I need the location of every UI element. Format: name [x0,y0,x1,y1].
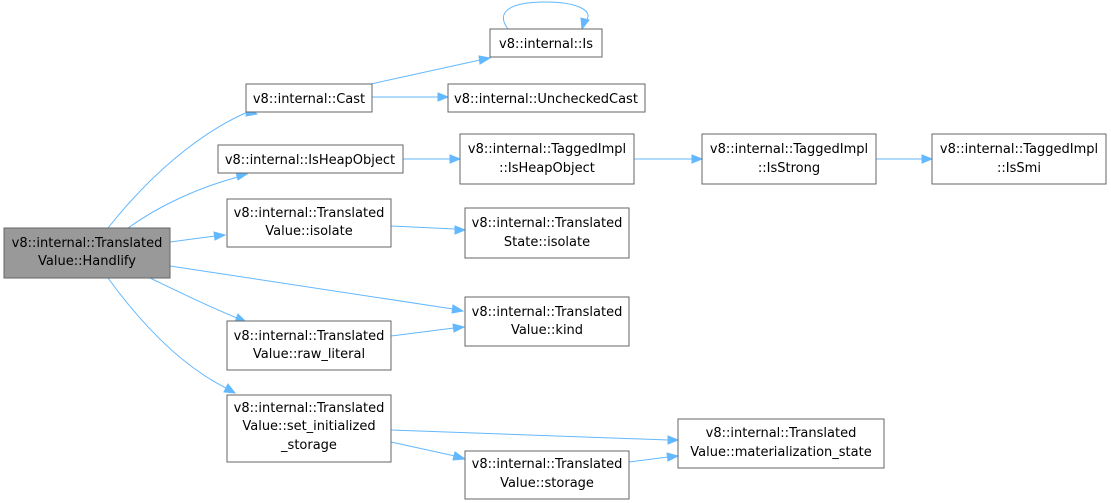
svg-text:::IsHeapObject: ::IsHeapObject [499,161,595,176]
edge-raw-literal-to-value-kind [390,323,466,337]
node-is[interactable]: v8::internal::Is [489,28,603,58]
svg-text:v8::internal::Cast: v8::internal::Cast [253,92,365,107]
svg-text:v8::internal::Translated: v8::internal::Translated [12,236,163,251]
node-set-initialized-storage[interactable]: v8::internal::Translated Value::set_init… [226,394,392,463]
node-value-storage[interactable]: v8::internal::Translated Value::storage [464,450,630,500]
node-unchecked-cast[interactable]: v8::internal::UncheckedCast [447,83,646,113]
svg-text:v8::internal::Is: v8::internal::Is [499,37,593,52]
node-value-isolate[interactable]: v8::internal::Translated Value::isolate [226,198,392,248]
edge-is-heap-object-to-tagged-is-heap-object [403,154,462,164]
svg-text:v8::internal::Translated: v8::internal::Translated [472,457,623,472]
node-raw-literal[interactable]: v8::internal::Translated Value::raw_lite… [226,320,392,371]
edge-value-isolate-to-state-isolate [390,225,467,235]
svg-text:v8::internal::TaggedImpl: v8::internal::TaggedImpl [710,142,868,157]
svg-text:v8::internal::Translated: v8::internal::Translated [234,329,385,344]
edge-is-self-loop [502,1,590,31]
svg-text:_storage: _storage [280,438,337,453]
edge-handlify-to-value-kind [169,265,465,314]
edge-cast-to-unchecked-cast [371,92,450,102]
svg-text:Value::raw_literal: Value::raw_literal [253,347,365,362]
svg-text:v8::internal::TaggedImpl: v8::internal::TaggedImpl [468,142,626,157]
svg-text:Value::kind: Value::kind [511,323,583,338]
node-handlify[interactable]: v8::internal::Translated Value::Handlify [3,227,171,279]
svg-text:v8::internal::IsHeapObject: v8::internal::IsHeapObject [225,153,395,168]
svg-text:Value::materialization_state: Value::materialization_state [690,445,871,460]
svg-text:v8::internal::Translated: v8::internal::Translated [706,426,857,441]
svg-text:v8::internal::Translated: v8::internal::Translated [472,216,623,231]
node-tagged-is-strong[interactable]: v8::internal::TaggedImpl ::IsStrong [701,133,877,185]
edge-handlify-to-value-isolate [169,231,227,243]
svg-text:Value::set_initialized: Value::set_initialized [242,419,375,434]
edge-set-initialized-storage-to-materialization-state [390,429,680,445]
edge-handlify-to-set-initialized-storage [107,277,237,394]
edge-tagged-is-heap-object-to-tagged-is-strong [634,154,704,164]
svg-text:v8::internal::Translated: v8::internal::Translated [234,401,385,416]
node-value-kind[interactable]: v8::internal::Translated Value::kind [464,296,630,347]
node-tagged-is-heap-object[interactable]: v8::internal::TaggedImpl ::IsHeapObject [459,133,635,185]
edge-value-storage-to-materialization-state [628,452,680,463]
svg-text:Value::Handlify: Value::Handlify [38,254,136,269]
node-is-heap-object[interactable]: v8::internal::IsHeapObject [217,144,404,174]
svg-text:Value::isolate: Value::isolate [265,224,352,239]
svg-text:::IsStrong: ::IsStrong [758,161,820,176]
svg-text:State::isolate: State::isolate [504,235,590,250]
svg-text:Value::storage: Value::storage [500,476,594,491]
svg-text:v8::internal::UncheckedCast: v8::internal::UncheckedCast [454,92,638,107]
node-cast[interactable]: v8::internal::Cast [245,83,373,113]
node-tagged-is-smi[interactable]: v8::internal::TaggedImpl ::IsSmi [931,133,1107,185]
node-state-isolate[interactable]: v8::internal::Translated State::isolate [464,207,630,259]
edge-handlify-to-is-heap-object [127,171,249,229]
node-materialization-state[interactable]: v8::internal::Translated Value::material… [677,418,885,469]
svg-text:::IsSmi: ::IsSmi [997,161,1041,176]
svg-text:v8::internal::TaggedImpl: v8::internal::TaggedImpl [940,142,1098,157]
edge-cast-to-is [370,55,492,85]
svg-text:v8::internal::Translated: v8::internal::Translated [472,305,623,320]
edge-handlify-to-raw-literal [147,276,248,323]
edge-tagged-is-strong-to-tagged-is-smi [875,154,934,164]
edge-set-initialized-storage-to-value-storage [390,441,467,461]
svg-text:v8::internal::Translated: v8::internal::Translated [234,206,385,221]
